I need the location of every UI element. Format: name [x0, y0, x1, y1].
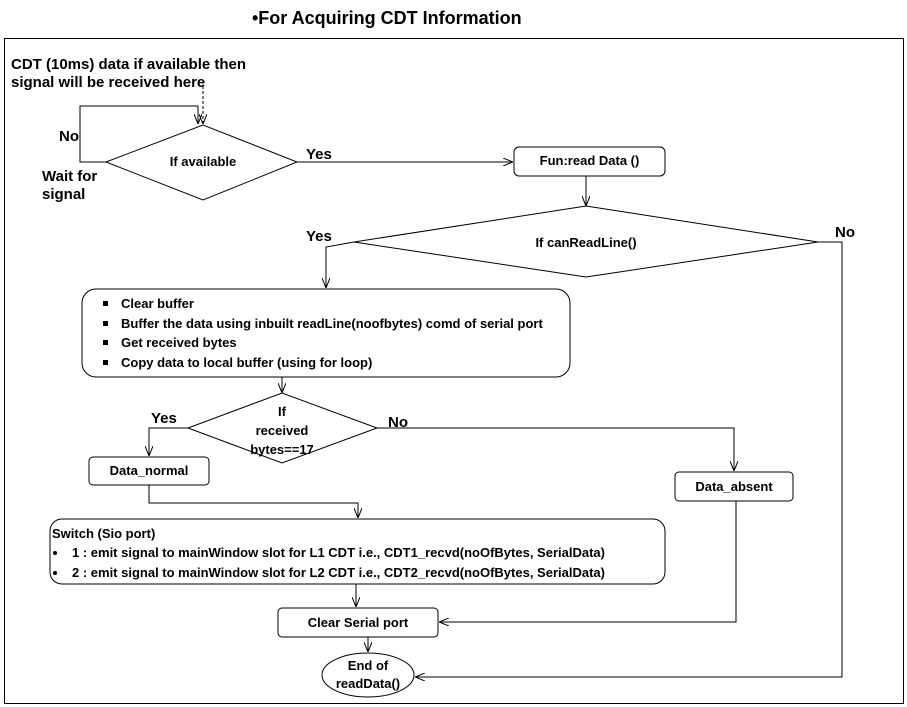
data-absent-text: Data_absent: [695, 479, 773, 494]
if-available-text: If available: [169, 154, 237, 169]
clear-serial-port-text: Clear Serial port: [307, 615, 409, 630]
data-absent-box: [674, 471, 794, 502]
switch-items-list: 1 : emit signal to mainWindow slot for L…: [50, 543, 605, 582]
received-check-line1: If: [278, 404, 286, 419]
signal-note-line1: CDT (10ms) data if available then: [11, 56, 247, 73]
switch-box: [49, 518, 666, 585]
data-normal-text: Data_normal: [109, 463, 189, 478]
process-step: Copy data to local buffer (using for loo…: [99, 353, 543, 373]
received-check-text: If received bytes==17: [232, 402, 332, 459]
switch-title: Switch (Sio port): [52, 526, 156, 541]
canread-no-edge: [416, 241, 843, 677]
signal-note-line2: signal will be received here: [11, 74, 206, 91]
read-data-text: Fun:read Data (): [539, 153, 640, 168]
available-yes-label: Yes: [306, 146, 332, 163]
process-step: Get received bytes: [99, 333, 543, 353]
received-check-line3: bytes==17: [250, 442, 314, 457]
end-text: End of readData(): [322, 657, 414, 693]
read-data-box: [513, 146, 666, 177]
switch-item: 1 : emit signal to mainWindow slot for L…: [50, 543, 605, 563]
absent-to-clear-edge: [440, 501, 737, 622]
diagram-frame: [4, 38, 904, 704]
clear-serial-port-box: [277, 607, 439, 638]
switch-item: 2 : emit signal to mainWindow slot for L…: [50, 563, 605, 583]
canreadline-no-label: No: [835, 224, 855, 241]
available-no-label: No: [59, 128, 79, 145]
end-line2: readData(): [335, 676, 401, 691]
signal-note: CDT (10ms) data if available then signal…: [11, 56, 246, 92]
can-read-line-text: If canReadLine(): [535, 235, 637, 250]
page-title: •For Acquiring CDT Information: [252, 8, 522, 28]
process-steps-list: Clear buffer Buffer the data using inbui…: [99, 294, 543, 372]
received-check-line2: received: [255, 423, 309, 438]
process-step: Buffer the data using inbuilt readLine(n…: [99, 314, 543, 334]
wait-note-line1: Wait for: [42, 168, 98, 185]
process-steps-box: [81, 288, 571, 378]
received-no-edge: [377, 427, 734, 470]
received-no-label: No: [388, 414, 408, 431]
canreadline-yes-label: Yes: [306, 228, 332, 245]
available-no-loop: [79, 105, 198, 163]
canread-yes-edge: [326, 241, 355, 287]
normal-to-switch-edge: [148, 485, 358, 517]
end-line1: End of: [347, 658, 389, 673]
received-yes-label: Yes: [151, 410, 177, 427]
wait-note: Wait for signal: [42, 168, 97, 204]
wait-note-line2: signal: [42, 186, 86, 203]
end-terminal: [321, 652, 415, 698]
process-step: Clear buffer: [99, 294, 543, 314]
received-yes-edge: [149, 427, 188, 455]
